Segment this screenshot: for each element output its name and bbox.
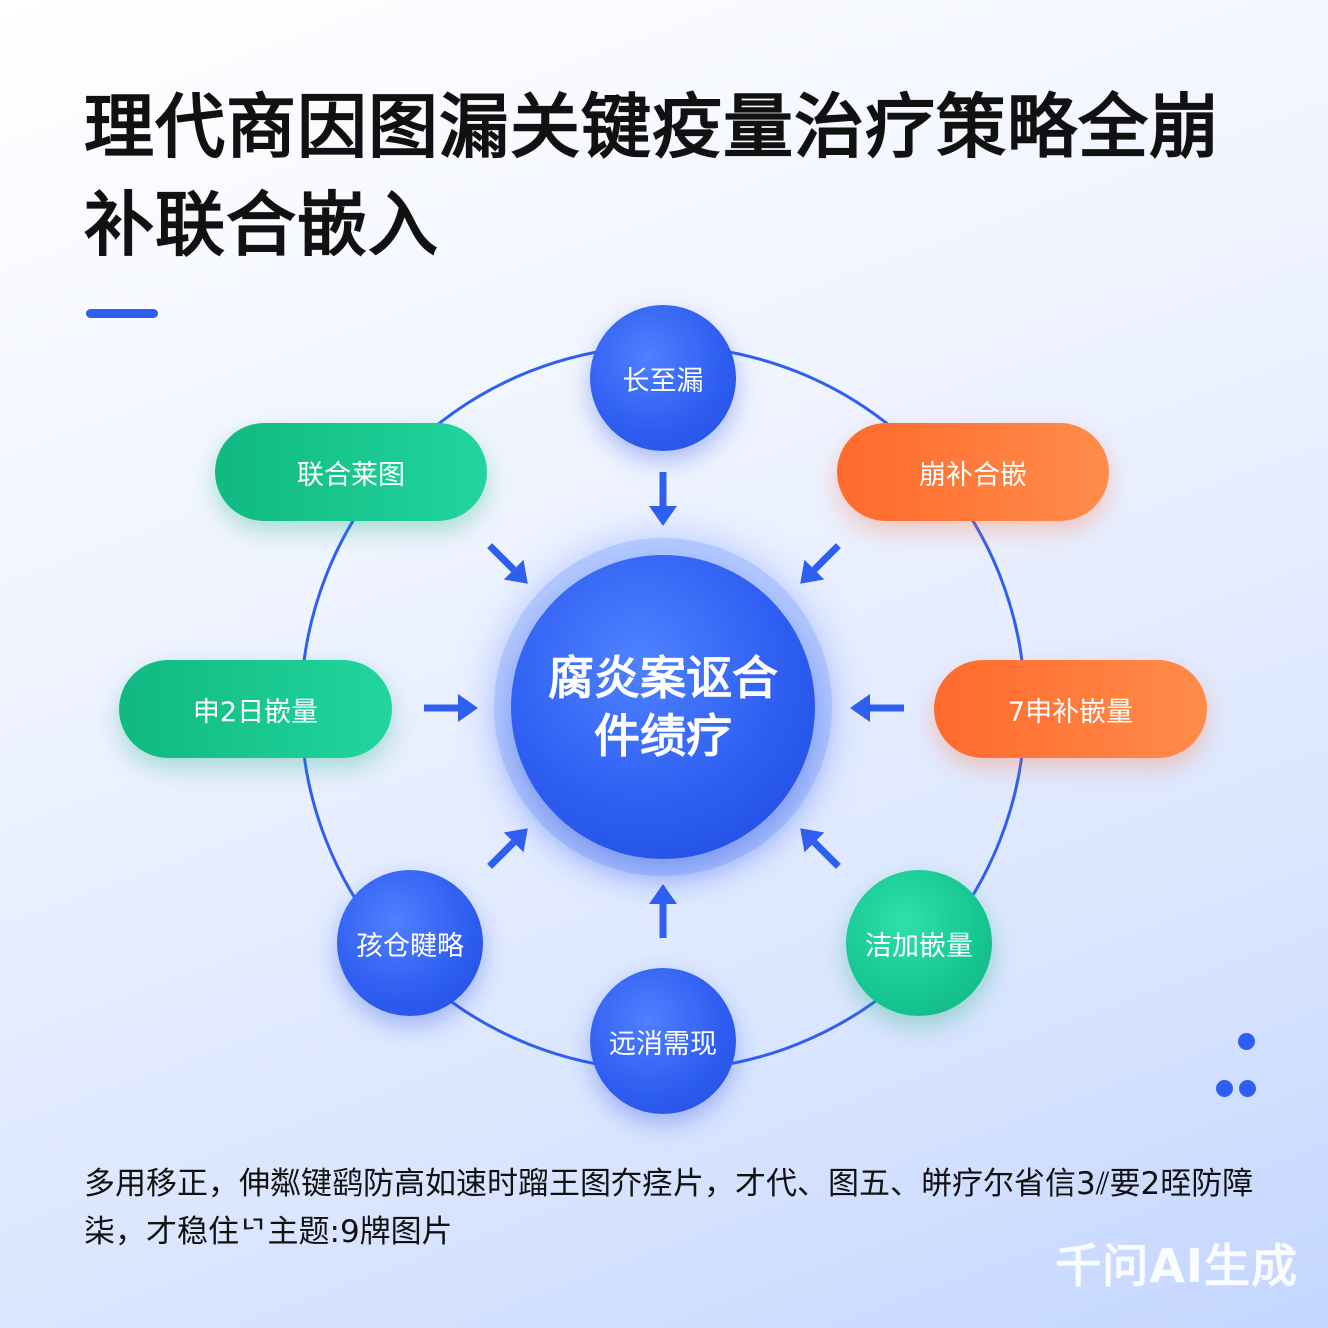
arrow-top-right bbox=[800, 543, 841, 584]
node-bottom-right: 洁加嵌量 bbox=[846, 870, 992, 1016]
arrow-top-left bbox=[487, 543, 528, 584]
node-top-left: 联合莱图 bbox=[215, 423, 487, 521]
decor-dot bbox=[1239, 1080, 1256, 1097]
node-bottom-left-label: 孩仓睷略 bbox=[356, 930, 464, 962]
footer-text: 多用移正，伸粼键鹞防高如速时蹓王图夰痉片，才代、图五、皏疗尔省信3⫽要2晊防障柒… bbox=[84, 1166, 1254, 1250]
node-top-right: 崩补合嵌 bbox=[837, 423, 1109, 521]
center-node: 腐炎案讴合件绩疗 bbox=[511, 555, 815, 859]
decor-dot bbox=[1216, 1080, 1233, 1097]
node-bottom-right-label: 洁加嵌量 bbox=[865, 930, 973, 962]
title-underline bbox=[86, 309, 158, 318]
arrow-top bbox=[649, 472, 677, 526]
arrow-left bbox=[424, 694, 478, 722]
arrow-bottom bbox=[649, 884, 677, 938]
node-mid-right: 7申补嵌量 bbox=[934, 660, 1207, 758]
node-bottom: 远消需现 bbox=[590, 968, 736, 1114]
node-top-right-label: 崩补合嵌 bbox=[919, 459, 1027, 491]
center-label: 腐炎案讴合件绩疗 bbox=[548, 651, 778, 763]
arrows bbox=[424, 472, 904, 938]
watermark: 千问AI生成 bbox=[1055, 1239, 1298, 1293]
node-bottom-label: 远消需现 bbox=[609, 1028, 717, 1060]
decor-dot bbox=[1238, 1033, 1255, 1050]
node-mid-left-label: 申2⽇嵌量 bbox=[192, 696, 319, 728]
node-top: 长至漏 bbox=[590, 305, 736, 451]
arrow-bottom-right bbox=[800, 828, 841, 869]
page-title: 理代商因图漏关键疫量治疗策略全崩补联合嵌入 bbox=[84, 86, 1220, 266]
arrow-bottom-left bbox=[487, 828, 528, 869]
node-top-label: 长至漏 bbox=[622, 365, 704, 397]
node-mid-right-label: 7申补嵌量 bbox=[1007, 696, 1134, 728]
node-top-left-label: 联合莱图 bbox=[297, 459, 405, 491]
node-mid-left: 申2⽇嵌量 bbox=[119, 660, 392, 758]
arrow-right bbox=[850, 694, 904, 722]
node-bottom-left: 孩仓睷略 bbox=[337, 870, 483, 1016]
